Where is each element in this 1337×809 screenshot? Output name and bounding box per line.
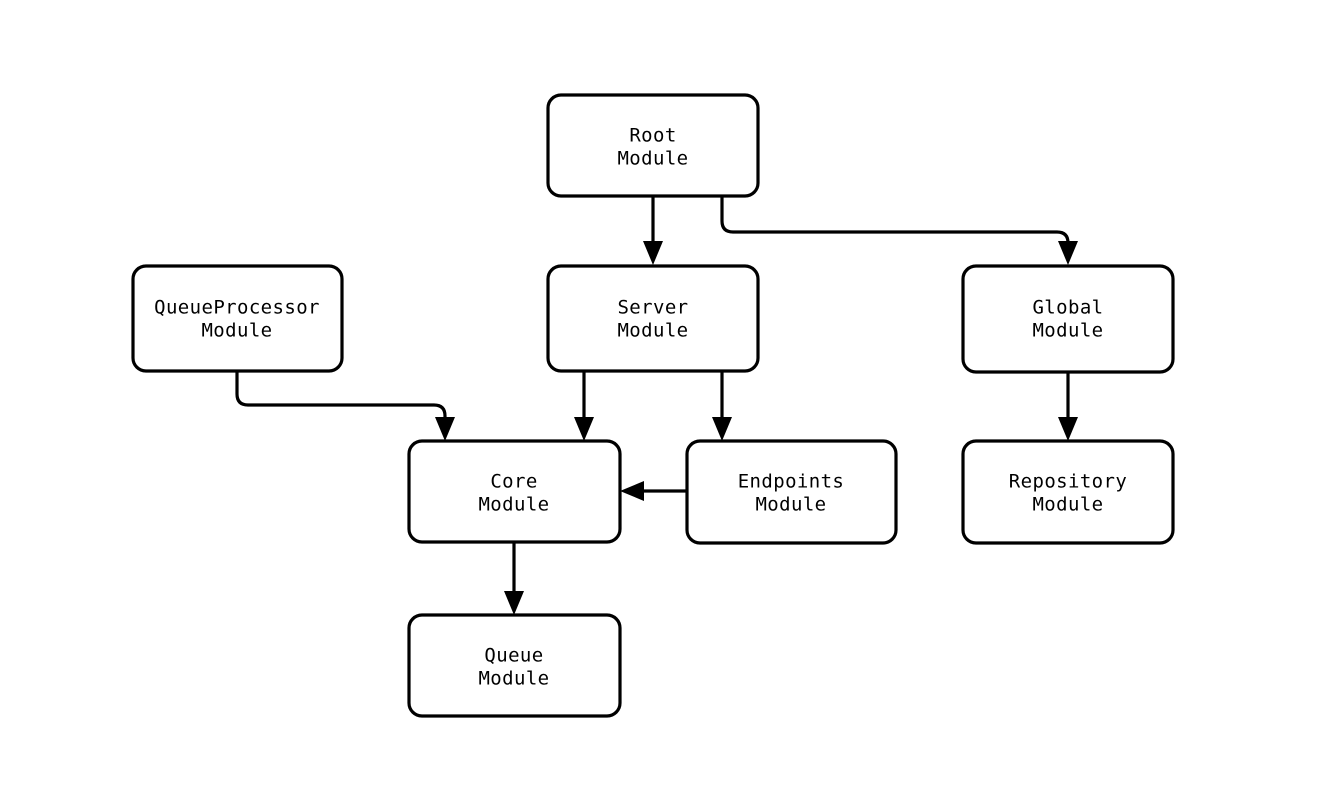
arrow-head-icon (574, 417, 594, 441)
node-queue-module[interactable]: Queue Module (407, 613, 622, 718)
edge-endpoints-to-core (620, 481, 687, 501)
node-root-module-label-line1: Root (629, 125, 676, 147)
node-server-module-label-line1: Server (617, 297, 688, 319)
node-core-module-box[interactable] (407, 439, 622, 544)
arrow-head-icon (643, 241, 663, 265)
node-core-module-label-line1: Core (490, 471, 537, 493)
node-endpoints-module-label-line1: Endpoints (738, 471, 845, 493)
arrow-head-icon (504, 591, 524, 615)
edge-queueprocessor-to-core-line (235, 371, 447, 424)
node-server-module-label-line2: Module (617, 320, 688, 342)
node-queue-module-label-line2: Module (478, 668, 549, 690)
edge-server-to-core (574, 371, 594, 441)
edge-queueprocessor-to-core (235, 371, 455, 441)
node-endpoints-module-label-line2: Module (755, 494, 826, 516)
edge-root-to-global (720, 196, 1078, 265)
edge-core-to-queue (504, 542, 524, 615)
node-global-module-label-line2: Module (1032, 320, 1103, 342)
node-server-module-box[interactable] (546, 264, 760, 373)
node-root-module-label-line2: Module (617, 148, 688, 170)
node-core-module-label-line2: Module (478, 494, 549, 516)
node-root-module[interactable]: Root Module (546, 93, 760, 198)
node-repository-module[interactable]: Repository Module (961, 439, 1175, 545)
node-queue-module-box[interactable] (407, 613, 622, 718)
edge-root-to-server (643, 196, 663, 265)
node-root-module-box[interactable] (546, 93, 760, 198)
node-queueprocessor-module-label-line1: QueueProcessor (154, 297, 320, 319)
node-repository-module-label-line2: Module (1032, 494, 1103, 516)
arrow-head-icon (1058, 241, 1078, 265)
arrow-head-icon (435, 417, 455, 441)
edge-layer (235, 196, 1078, 615)
node-queueprocessor-module-box[interactable] (131, 264, 344, 373)
arrow-head-icon (1058, 417, 1078, 441)
node-global-module-label-line1: Global (1032, 297, 1103, 319)
node-endpoints-module-box[interactable] (685, 439, 898, 545)
edge-global-to-repository (1058, 372, 1078, 441)
edge-server-to-endpoints (712, 371, 732, 441)
edge-root-to-global-line (720, 196, 1070, 249)
node-global-module-box[interactable] (961, 264, 1175, 374)
node-global-module[interactable]: Global Module (961, 264, 1175, 374)
node-queue-module-label-line1: Queue (484, 645, 543, 667)
arrow-head-icon (620, 481, 644, 501)
node-endpoints-module[interactable]: Endpoints Module (685, 439, 898, 545)
node-queueprocessor-module[interactable]: QueueProcessor Module (131, 264, 344, 373)
node-repository-module-label-line1: Repository (1009, 471, 1127, 493)
node-queueprocessor-module-label-line2: Module (201, 320, 272, 342)
arrow-head-icon (712, 417, 732, 441)
node-repository-module-box[interactable] (961, 439, 1175, 545)
node-core-module[interactable]: Core Module (407, 439, 622, 544)
node-server-module[interactable]: Server Module (546, 264, 760, 373)
node-layer: Root Module QueueProcessor Module Server… (131, 93, 1175, 718)
